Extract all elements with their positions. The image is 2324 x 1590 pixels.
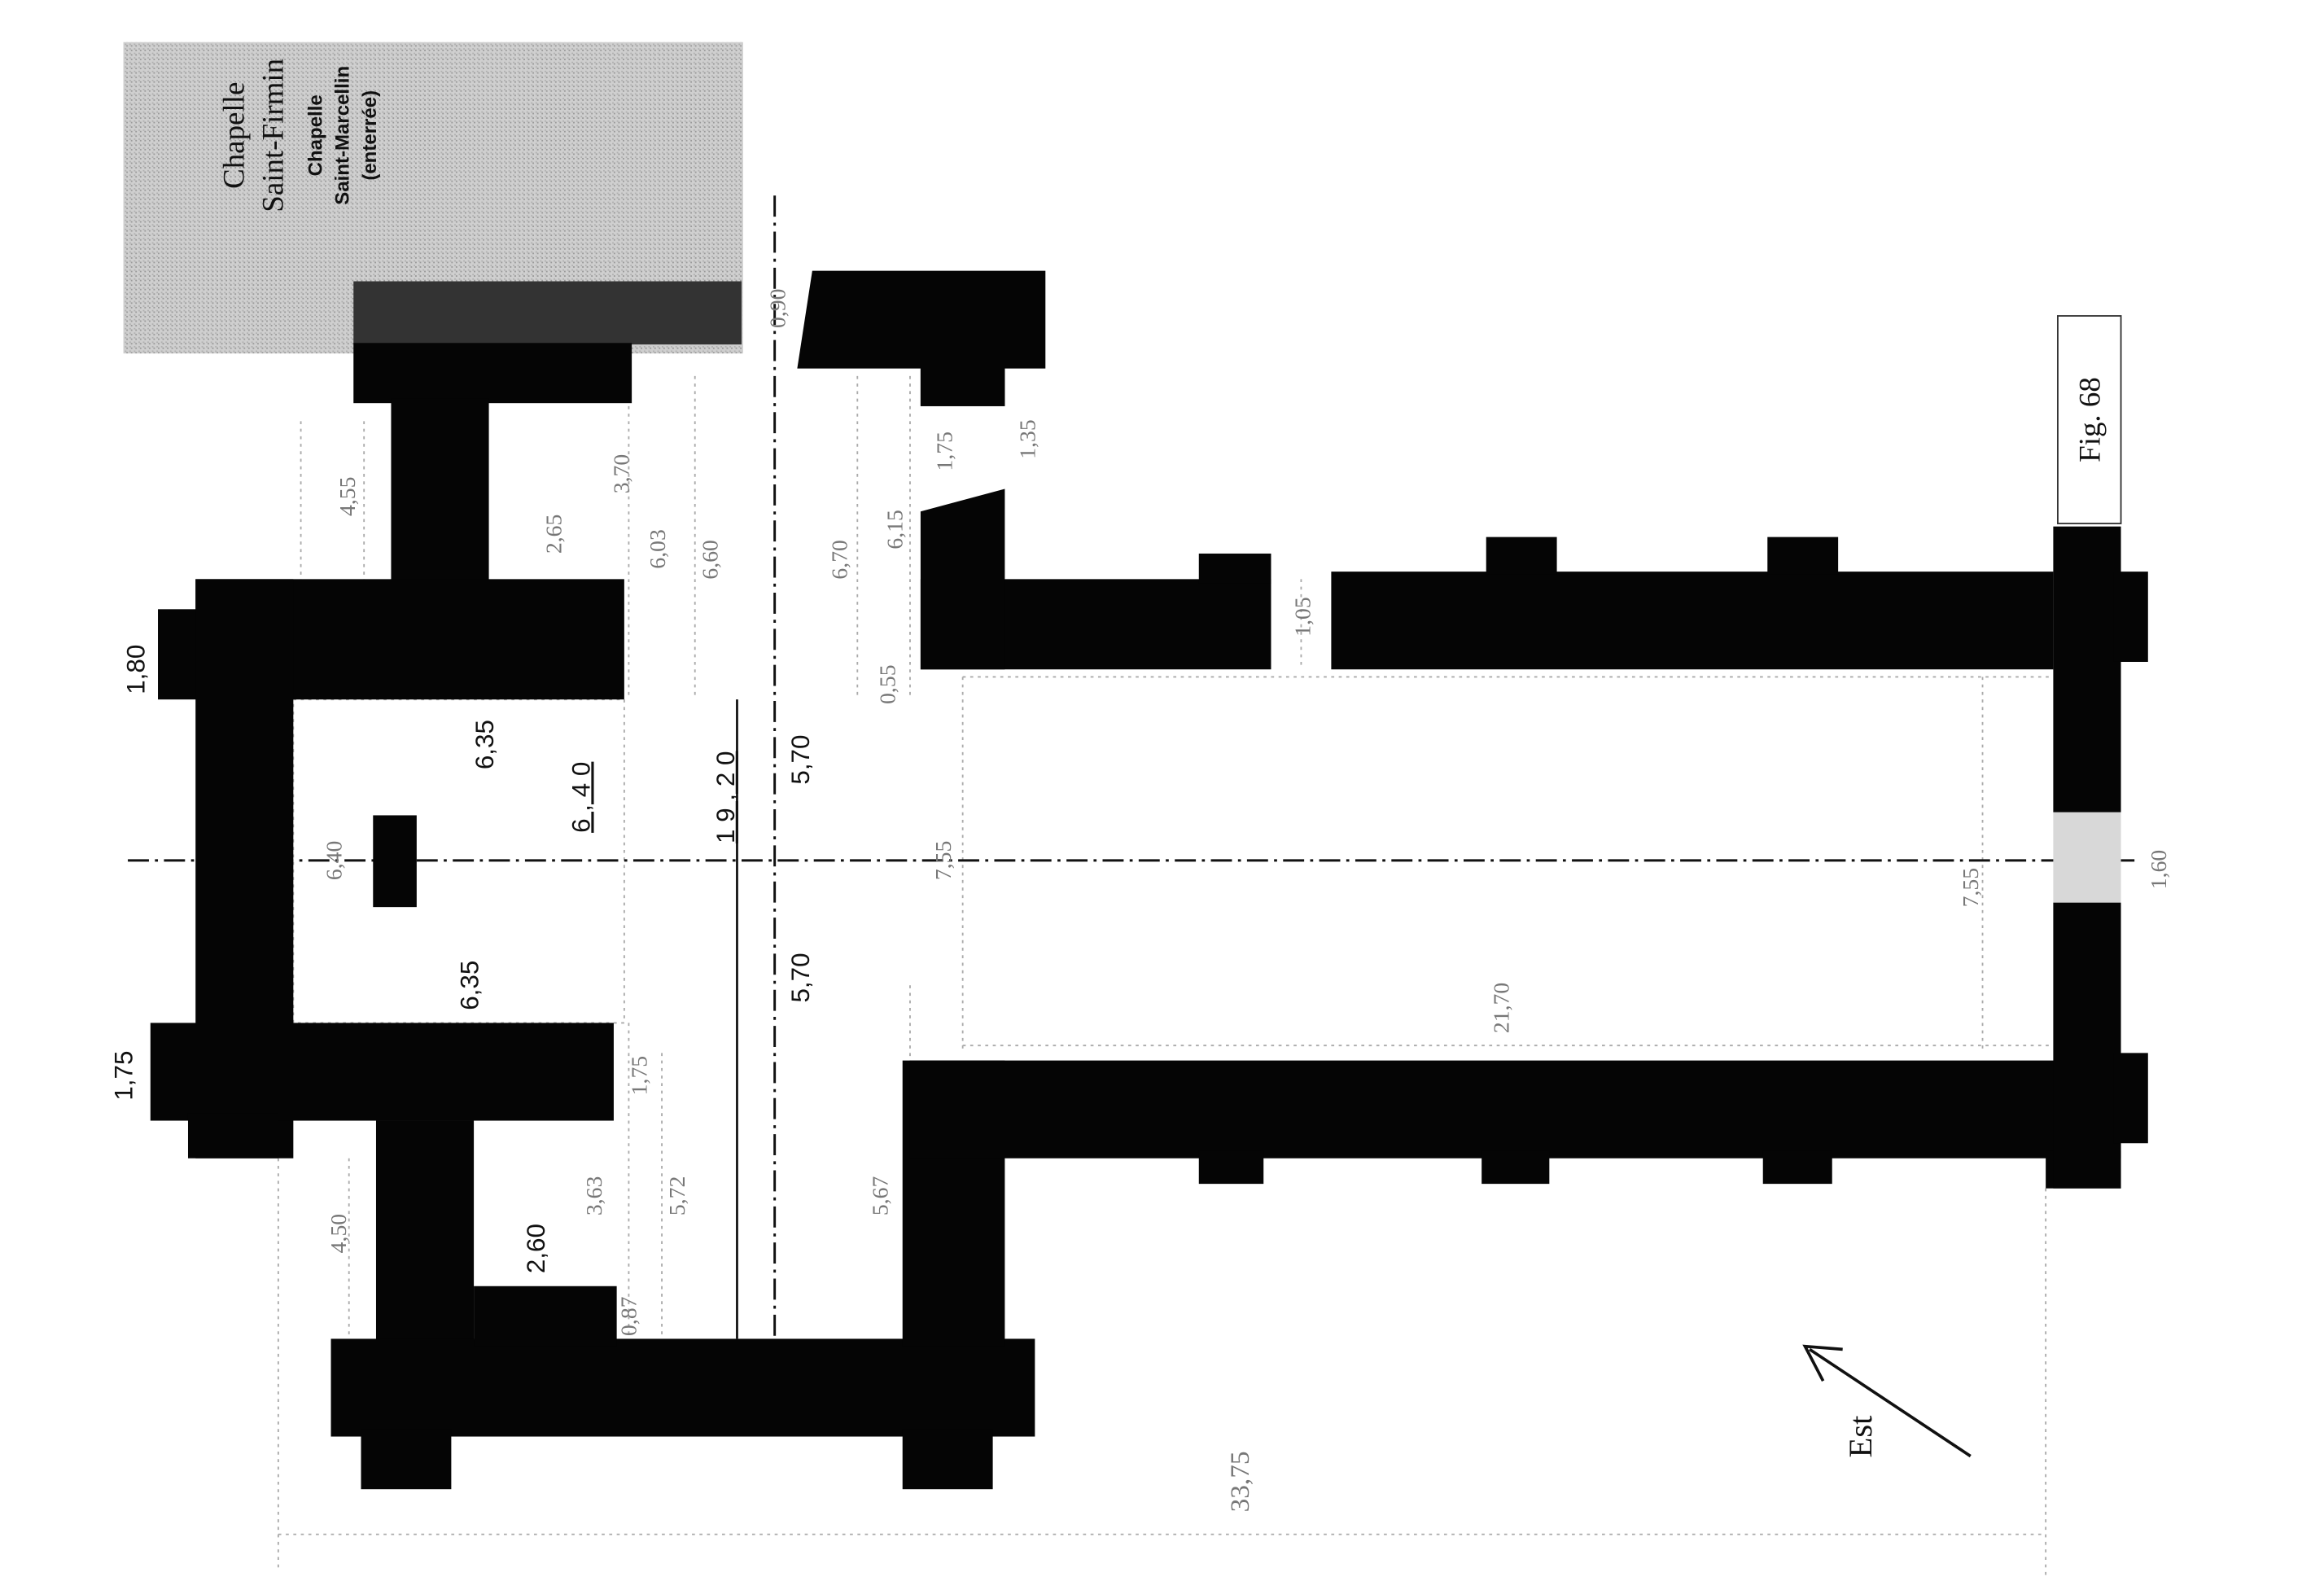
dim-label: 7,55 [1958,868,1983,907]
dim-label: 5,72 [664,1176,689,1215]
doorway [2053,812,2121,903]
dim-label: 6,03 [645,529,670,568]
dim-label: 6,60 [697,540,722,579]
dim-label: 0,90 [765,289,790,328]
dim-label: 1,35 [1014,419,1039,458]
dim-label: 1,05 [1290,597,1315,636]
dim-label: 4,55 [335,476,360,515]
dim-label: 1,75 [932,431,957,471]
dim-label: 2,65 [541,515,566,554]
buried-wall [353,281,742,345]
dim-label: 1,75 [110,1051,138,1101]
dim-label: 1 9 , 2 0 [711,751,740,843]
dimension-labels: 1,80 1,75 4,55 4,50 2,65 3,70 6,03 6,60 … [110,289,2171,1513]
altar [373,815,417,908]
arrow-icon [1808,1347,1972,1458]
dim-label: 6 , 4 0 [567,762,595,833]
dim-label: 3,63 [581,1176,606,1215]
dim-label: 6,40 [321,841,346,880]
dimension-lines [128,195,2137,1580]
dim-label: 5,70 [786,735,815,785]
dim-label: 5,67 [867,1176,892,1216]
chapel-label: Chapelle [304,94,326,176]
dim-label: 6,35 [456,961,484,1010]
dim-label: 6,15 [882,510,908,549]
orientation-arrow: Est [1802,1344,1972,1458]
walls [150,270,2148,1490]
dim-label: 21,70 [1488,983,1513,1033]
chapel-label: (enterrée) [359,90,381,181]
dim-label: 4,50 [326,1214,351,1253]
dim-label: 0,87 [616,1296,641,1336]
dim-label: 2,60 [522,1224,550,1273]
dim-label: 5,70 [786,953,815,1002]
dim-label: 6,70 [826,540,851,579]
dim-label: 6,35 [470,720,499,769]
chapel-saint-firmin-area: Chapelle Saint-Firmin Chapelle Saint-Mar… [123,42,743,354]
chapel-label: Saint-Marcellin [332,66,354,205]
dim-label: 1,75 [627,1056,652,1095]
figure-label: Fig. 68 [2056,315,2122,524]
figure-number: Fig. 68 [2073,377,2107,462]
dim-label: 7,55 [930,841,956,880]
dim-label: 1,80 [121,645,150,694]
orientation-label: Est [1842,1415,1879,1458]
dim-label: 33,75 [1225,1452,1255,1513]
chapel-label: Chapelle [217,82,250,189]
dim-label: 3,70 [608,454,633,493]
chapel-label: Saint-Firmin [256,59,289,212]
dim-label: 1,60 [2146,850,2171,889]
dim-label: 0,55 [874,664,899,703]
